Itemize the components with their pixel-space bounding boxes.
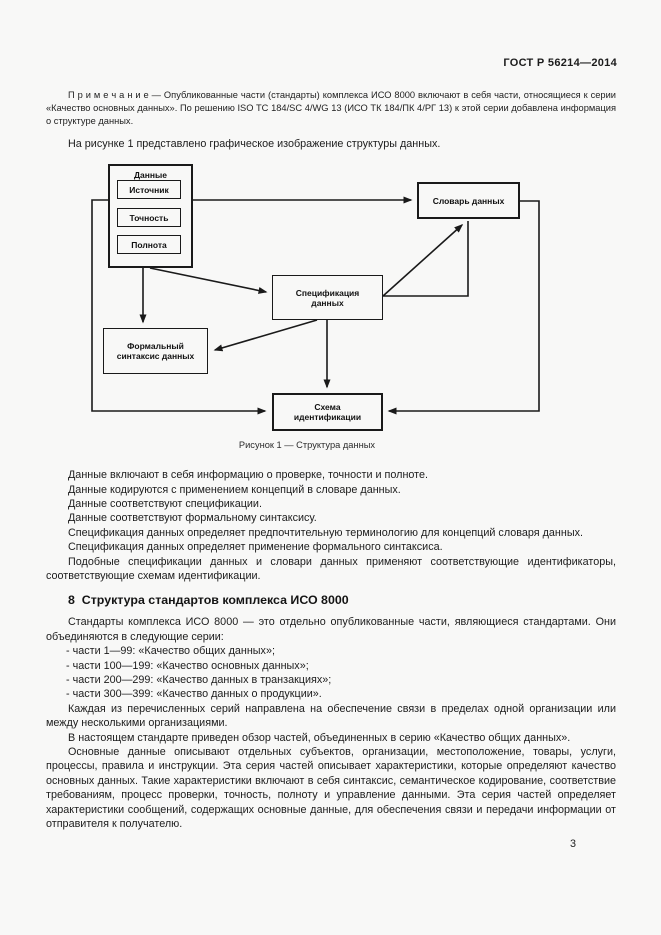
- series-list-item: - части 1—99: «Качество общих данных»;: [66, 645, 275, 658]
- series-list-item: - части 100—199: «Качество основных данн…: [66, 659, 309, 672]
- arrow-dictionary-to-scheme-right-loop: [387, 200, 540, 415]
- diagram-node-accuracy: Точность: [117, 208, 181, 228]
- diagram-node-formal-syntax-label: Формальный синтаксис данных: [116, 341, 195, 362]
- statement-paragraph: Спецификация данных определяет применени…: [68, 541, 443, 554]
- note-paragraph: П р и м е ч а н и е — Опубликованные час…: [46, 90, 616, 126]
- section-paragraph: Каждая из перечисленных серий направлена…: [46, 702, 616, 730]
- diagram-node-source-label: Источник: [129, 184, 169, 195]
- page-content: П р и м е ч а н и е — Опубликованные час…: [46, 0, 616, 831]
- diagram-node-data: Данные Источник Точность Полнота: [108, 164, 193, 269]
- diagram-node-accuracy-label: Точность: [129, 212, 169, 223]
- arrow-specification-to-dictionary: [382, 224, 464, 297]
- series-list-item: - части 300—399: «Качество данных о прод…: [66, 688, 322, 701]
- page-number: 3: [570, 838, 577, 850]
- statement-paragraph: Подобные спецификации данных и словари д…: [46, 555, 616, 582]
- figure-caption: Рисунок 1 — Структура данных: [238, 440, 376, 451]
- arrow-data-to-specification: [149, 267, 268, 295]
- statements-block: Данные включают в себя информацию о пров…: [46, 468, 616, 583]
- diagram-node-completeness-label: Полнота: [131, 239, 167, 250]
- diagram-arrows: [91, 196, 540, 415]
- series-list: - части 1—99: «Качество общих данных»; -…: [46, 644, 616, 702]
- diagram-node-id-scheme-label: Схема идентификации: [293, 402, 362, 423]
- diagram-node-data-label: Данные: [133, 170, 168, 181]
- section-8-heading: 8 Структура стандартов комплекса ИСО 800…: [68, 593, 349, 608]
- diagram-node-source: Источник: [117, 180, 181, 200]
- statement-paragraph: Данные соответствуют формальному синтакс…: [68, 512, 317, 525]
- diagram-node-formal-syntax: Формальный синтаксис данных: [103, 328, 208, 375]
- page-header: ГОСТ Р 56214—2014: [503, 57, 617, 69]
- arrow-data-to-scheme-left-loop: [91, 199, 267, 415]
- diagram-node-specification: Спецификация данных: [272, 275, 383, 321]
- statement-paragraph: Данные включают в себя информацию о пров…: [68, 469, 429, 482]
- diagram-node-id-scheme: Схема идентификации: [272, 393, 383, 432]
- diagram-node-specification-label: Спецификация данных: [295, 287, 360, 308]
- section-paragraph: Стандарты комплекса ИСО 8000 — это отдел…: [46, 616, 616, 643]
- series-list-item: - части 200—299: «Качество данных в тран…: [66, 674, 332, 686]
- statement-paragraph: Данные кодируются с применением концепци…: [68, 483, 401, 496]
- diagram-node-dictionary: Словарь данных: [417, 182, 520, 220]
- arrow-specification-to-formal-syntax: [213, 319, 318, 352]
- diagram-node-completeness: Полнота: [117, 235, 181, 255]
- statement-paragraph: Данные соответствуют спецификации.: [68, 497, 262, 510]
- connector-specification-to-dictionary-elbow: [383, 221, 469, 297]
- section-paragraph: В настоящем стандарте приведен обзор час…: [68, 731, 571, 744]
- intro-paragraph: На рисунке 1 представлено графическое из…: [68, 137, 441, 150]
- section-paragraph: Основные данные описывают отдельных субъ…: [46, 746, 616, 831]
- statement-paragraph: Спецификация данных определяет предпочти…: [68, 526, 583, 539]
- diagram-node-dictionary-label: Словарь данных: [432, 195, 505, 206]
- figure-data-structure-diagram: Данные Источник Точность Полнота Словарь…: [85, 159, 545, 455]
